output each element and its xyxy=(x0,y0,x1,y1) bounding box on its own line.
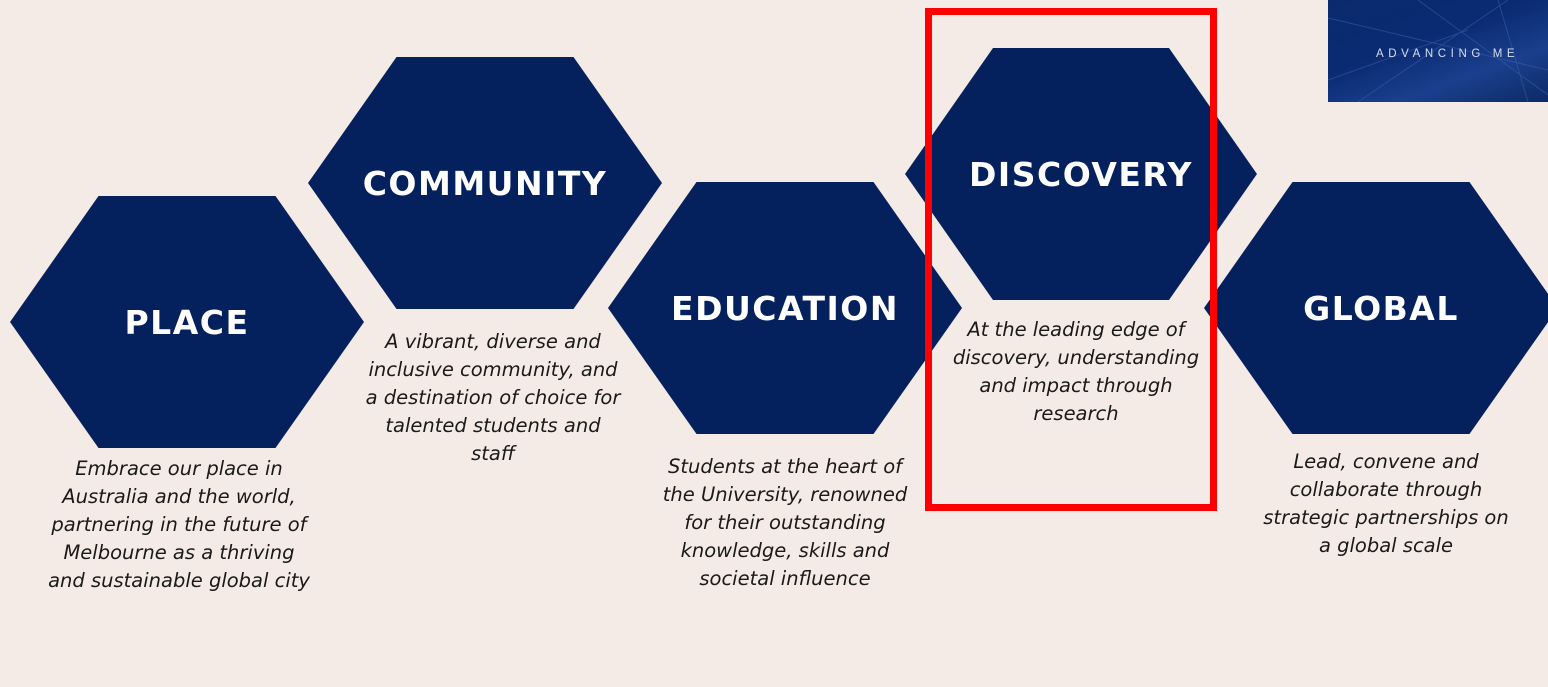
pillar-description-place: Embrace our place in Australia and the w… xyxy=(48,457,310,592)
discovery-highlight-frame xyxy=(925,8,1217,511)
pillar-title-education: EDUCATION xyxy=(671,289,899,328)
logo-tagline: ADVANCING ME xyxy=(1376,48,1520,60)
logo-banner: ADVANCING ME xyxy=(1328,0,1548,102)
pillar-description-community: A vibrant, diverse and inclusive communi… xyxy=(365,330,621,465)
pillar-description-discovery: At the leading edge of discovery, unders… xyxy=(952,318,1200,425)
hexagon-community: COMMUNITY xyxy=(308,57,662,309)
pillar-description-education: Students at the heart of the University,… xyxy=(662,455,908,590)
hexagon-place: PLACE xyxy=(10,196,364,448)
pillar-title-discovery: DISCOVERY xyxy=(969,155,1193,194)
pillar-description-global: Lead, convene and collaborate through st… xyxy=(1263,450,1509,557)
hexagon-global: GLOBAL xyxy=(1204,182,1548,434)
pillar-title-global: GLOBAL xyxy=(1303,289,1459,328)
logo-network-pattern xyxy=(1328,0,1548,102)
hexagon-education: EDUCATION xyxy=(608,182,962,434)
pillar-title-place: PLACE xyxy=(124,303,250,342)
pillar-title-community: COMMUNITY xyxy=(362,164,608,203)
